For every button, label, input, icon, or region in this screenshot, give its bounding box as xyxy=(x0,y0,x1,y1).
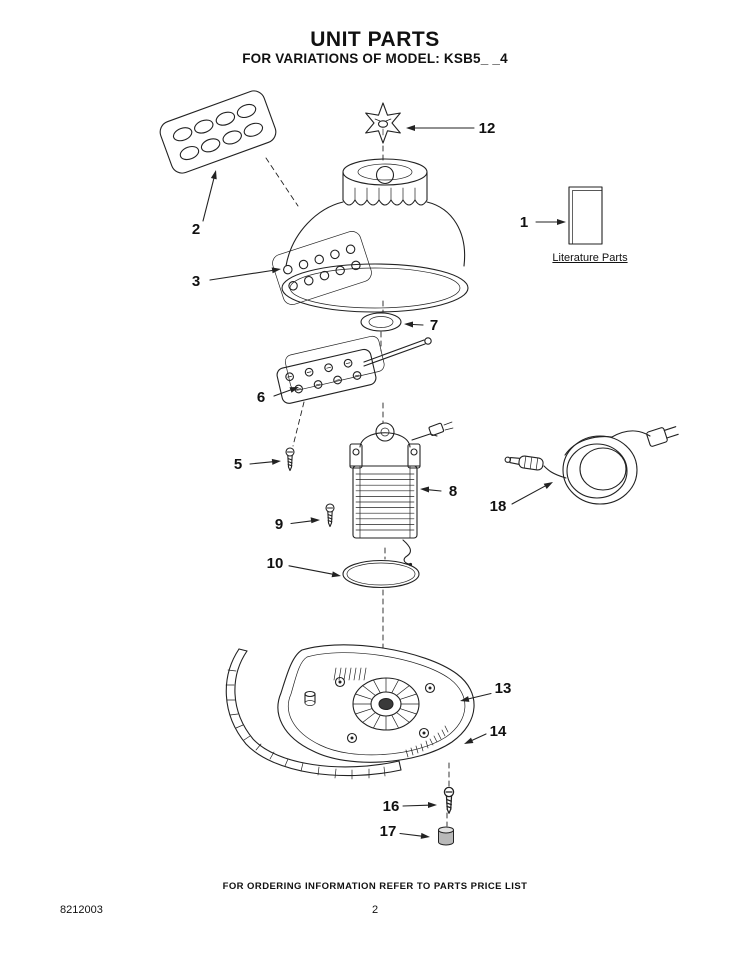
page-number: 2 xyxy=(371,904,379,916)
svg-text:13: 13 xyxy=(495,680,512,697)
callout-3: 3 xyxy=(192,267,281,290)
page-subtitle: FOR VARIATIONS OF MODEL: KSB5_ _4 xyxy=(242,51,508,66)
svg-text:17: 17 xyxy=(380,823,397,840)
callout-2: 2 xyxy=(192,170,217,238)
part-14-trim-strip xyxy=(225,648,402,780)
part-12-coupling xyxy=(365,102,401,144)
callout-9: 9 xyxy=(275,516,320,533)
svg-text:7: 7 xyxy=(430,317,438,334)
callout-5: 5 xyxy=(234,456,281,473)
part-5-screw xyxy=(285,447,295,472)
literature-parts-label: Literature Parts xyxy=(552,252,628,264)
part-7-seal-ring xyxy=(360,312,402,332)
callout-1: 1 xyxy=(520,214,566,231)
callout-12: 12 xyxy=(406,120,495,137)
svg-text:10: 10 xyxy=(267,555,284,572)
callout-13: 13 xyxy=(460,680,511,702)
callout-6: 6 xyxy=(257,387,299,406)
svg-text:9: 9 xyxy=(275,516,283,533)
callout-8: 8 xyxy=(420,483,457,500)
svg-text:12: 12 xyxy=(479,120,496,137)
svg-text:1: 1 xyxy=(520,214,528,231)
part-8-motor xyxy=(349,421,454,567)
part-13-base xyxy=(277,644,475,763)
footer-note: FOR ORDERING INFORMATION REFER TO PARTS … xyxy=(222,881,528,892)
svg-text:16: 16 xyxy=(383,798,400,815)
svg-text:8: 8 xyxy=(449,483,457,500)
callout-10: 10 xyxy=(267,555,341,578)
svg-text:2: 2 xyxy=(192,221,200,238)
part-10-o-ring xyxy=(342,559,420,589)
part-6-control-board xyxy=(276,335,432,404)
callout-18: 18 xyxy=(490,482,553,515)
part-16-screw xyxy=(443,786,455,814)
callout-17: 17 xyxy=(380,823,430,840)
part-17-foot xyxy=(438,826,454,846)
svg-text:6: 6 xyxy=(257,389,265,406)
part-3-housing xyxy=(272,158,469,313)
svg-text:5: 5 xyxy=(234,456,242,473)
part-18-power-cord xyxy=(504,426,679,505)
doc-number: 8212003 xyxy=(60,904,103,916)
callout-16: 16 xyxy=(383,798,437,815)
callout-14: 14 xyxy=(464,723,507,744)
assembly-centerline xyxy=(265,145,450,827)
page-title: UNIT PARTS xyxy=(310,28,440,51)
svg-text:18: 18 xyxy=(490,498,507,515)
part-2-keypad-overlay xyxy=(159,90,277,174)
svg-text:14: 14 xyxy=(490,723,507,740)
part-9-screw xyxy=(325,503,335,528)
part-1-literature xyxy=(568,186,603,245)
callout-7: 7 xyxy=(404,317,438,334)
svg-text:3: 3 xyxy=(192,273,200,290)
